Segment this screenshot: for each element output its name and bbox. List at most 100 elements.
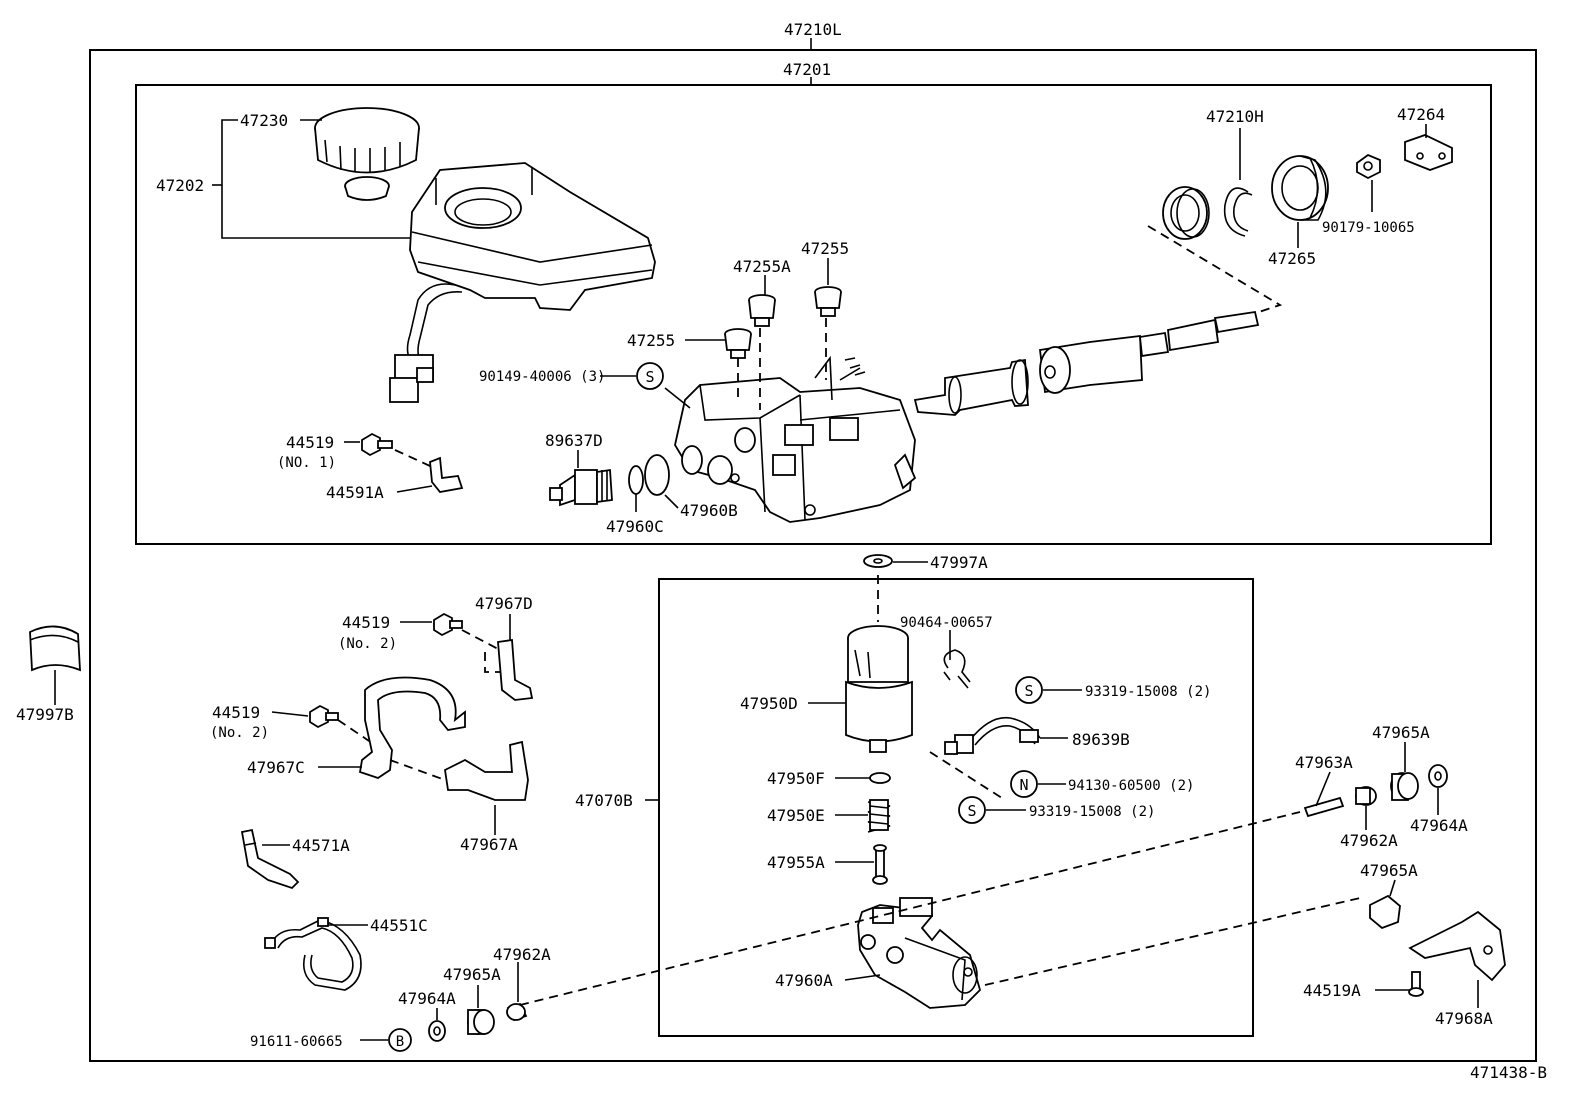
label-44519-no2-b-note: (No. 2) <box>210 725 269 741</box>
harness-44551C <box>264 917 362 991</box>
bushing-47965A-right2 <box>1369 894 1401 930</box>
seal-47950F <box>869 772 891 784</box>
cover-47997B <box>29 625 81 672</box>
label-47265: 47265 <box>1268 249 1316 268</box>
master-cylinder-frame <box>135 84 1492 545</box>
band-47967C <box>358 676 466 779</box>
label-47963A: 47963A <box>1295 753 1353 772</box>
plug-47255-left <box>724 328 752 359</box>
label-47950D: 47950D <box>740 694 798 713</box>
bracket-47967A <box>444 740 529 801</box>
hose-44571A <box>240 828 300 890</box>
symbol-N-94130-text: N <box>1019 776 1028 794</box>
label-47964A-left: 47964A <box>398 989 456 1008</box>
label-471438-B: 471438-B <box>1470 1063 1547 1082</box>
label-47255-left: 47255 <box>627 331 675 350</box>
plug-47255-right <box>814 286 842 317</box>
label-47968A: 47968A <box>1435 1009 1493 1028</box>
label-47950E: 47950E <box>767 806 825 825</box>
connector-89639B <box>944 716 1041 755</box>
label-47962A-left: 47962A <box>493 945 551 964</box>
pump-assembly-frame <box>658 578 1254 1037</box>
o-ring-47960C <box>628 465 644 495</box>
symbol-B-91611: B <box>388 1028 412 1052</box>
outer-frame <box>89 49 1537 1062</box>
label-47201: 47201 <box>783 60 831 79</box>
bushing-47965A-right1 <box>1390 772 1419 801</box>
label-93319-15008-b: 93319-15008 (2) <box>1029 804 1155 820</box>
pump-47960A <box>857 897 982 1009</box>
bracket-44591A <box>429 456 464 493</box>
label-47967D: 47967D <box>475 594 533 613</box>
label-47955A: 47955A <box>767 853 825 872</box>
o-ring-47960B <box>644 454 670 496</box>
label-93319-15008-a: 93319-15008 (2) <box>1085 684 1211 700</box>
label-47255-top: 47255 <box>801 239 849 258</box>
label-47997A: 47997A <box>930 553 988 572</box>
label-44519-no1-note: (NO. 1) <box>277 455 336 471</box>
label-47964A-right: 47964A <box>1410 816 1468 835</box>
clip-90464 <box>943 649 971 689</box>
spring-47950E <box>867 799 891 833</box>
label-47230: 47230 <box>240 111 288 130</box>
label-44571A: 44571A <box>292 836 350 855</box>
reservoir-tank <box>389 162 656 403</box>
snap-ring <box>1223 187 1253 237</box>
label-47967C: 47967C <box>247 758 305 777</box>
pressure-switch <box>549 468 613 507</box>
label-47967A: 47967A <box>460 835 518 854</box>
label-47264: 47264 <box>1397 105 1445 124</box>
symbol-S-93319-a-text: S <box>1024 682 1033 700</box>
label-47255A: 47255A <box>733 257 791 276</box>
label-44519A: 44519A <box>1303 981 1361 1000</box>
label-94130-60500: 94130-60500 (2) <box>1068 778 1194 794</box>
label-47965A-left: 47965A <box>443 965 501 984</box>
seal-47964A-left <box>428 1020 446 1042</box>
nut <box>1356 153 1381 180</box>
seal-47964A-right <box>1428 764 1448 788</box>
reservoir-cap <box>314 107 420 201</box>
bolt-44519-no2-b <box>309 704 339 729</box>
label-47960A: 47960A <box>775 971 833 990</box>
label-47960B: 47960B <box>680 501 738 520</box>
label-89639B: 89639B <box>1072 730 1130 749</box>
bracket-47968A <box>1408 910 1506 982</box>
label-44591A: 44591A <box>326 483 384 502</box>
pin-47955A <box>872 844 888 885</box>
label-90464-00657: 90464-00657 <box>900 615 993 631</box>
label-44551C: 44551C <box>370 916 428 935</box>
symbol-B-91611-text: B <box>396 1034 404 1050</box>
label-47965A-right1: 47965A <box>1372 723 1430 742</box>
pin-47963A <box>1303 796 1345 818</box>
clevis <box>1404 134 1453 171</box>
boot <box>1271 155 1329 221</box>
label-47210L: 47210L <box>784 20 842 39</box>
label-47070B: 47070B <box>575 791 633 810</box>
bolt-44519-no1 <box>361 432 393 457</box>
push-rod-assembly <box>913 310 1260 416</box>
plug-47255A <box>748 294 776 327</box>
bushing-47965A-left <box>467 1009 495 1035</box>
master-cylinder-body <box>674 355 917 523</box>
symbol-S-90149: S <box>636 362 664 390</box>
symbol-N-94130: N <box>1010 770 1038 798</box>
bolt-44519-no2-a <box>433 612 463 637</box>
symbol-S-93319-b-text: S <box>967 802 976 820</box>
label-47950F: 47950F <box>767 769 825 788</box>
boot-seal <box>1162 186 1210 240</box>
label-47997B: 47997B <box>16 705 74 724</box>
motor-47950D <box>845 625 913 753</box>
label-44519-no2-a-note: (No. 2) <box>338 636 397 652</box>
label-44519-no1: 44519 <box>286 433 334 452</box>
label-47962A-right: 47962A <box>1340 831 1398 850</box>
label-47210H: 47210H <box>1206 107 1264 126</box>
bracket-47967D <box>484 638 534 701</box>
label-90179-10065: 90179-10065 <box>1322 220 1415 236</box>
label-47960C: 47960C <box>606 517 664 536</box>
symbol-S-93319-a: S <box>1015 676 1043 704</box>
label-89637D: 89637D <box>545 431 603 450</box>
label-47202: 47202 <box>156 176 204 195</box>
label-90149-40006: 90149-40006 (3) <box>479 369 605 385</box>
label-47965A-right2: 47965A <box>1360 861 1418 880</box>
